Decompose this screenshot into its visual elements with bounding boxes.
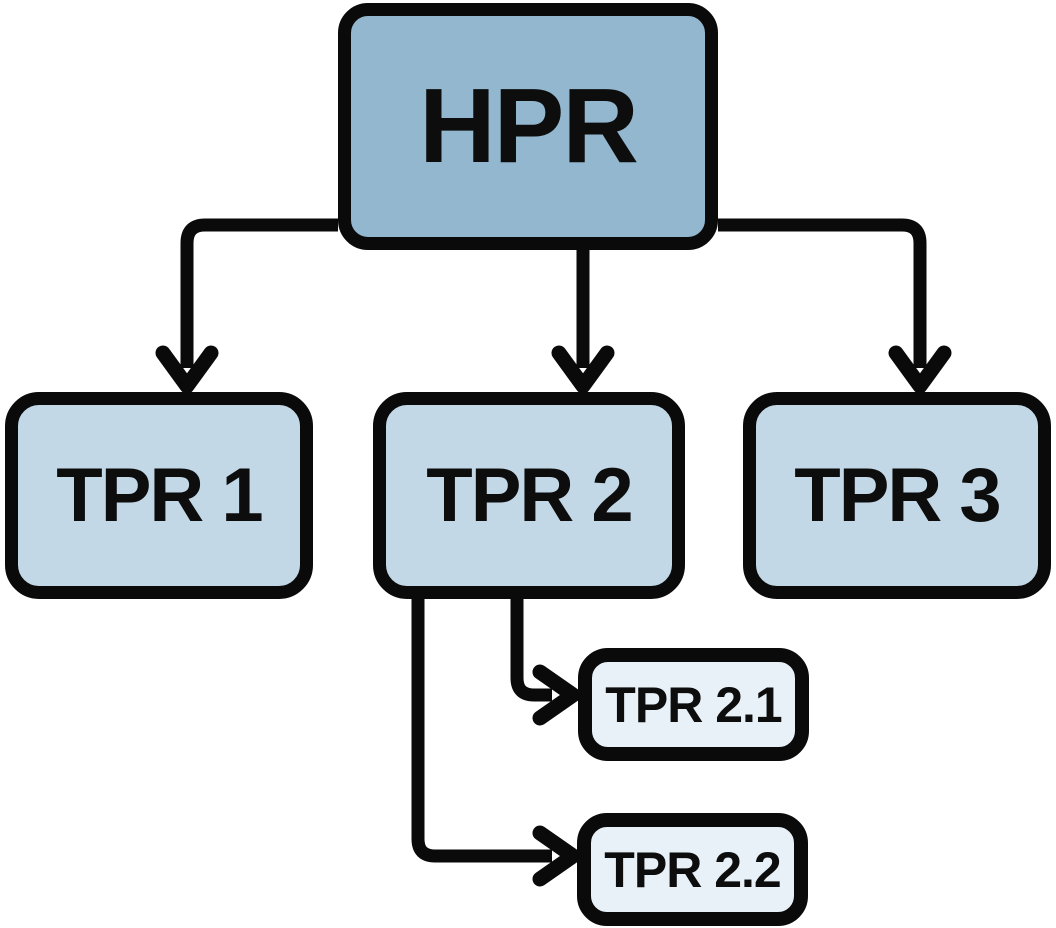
- node-tpr2-label: TPR 2: [426, 453, 633, 538]
- node-tpr22-label: TPR 2.2: [604, 841, 781, 898]
- node-tpr21: TPR 2.1: [578, 648, 809, 761]
- edge-hpr-tpr2: [551, 246, 615, 394]
- node-tpr21-label: TPR 2.1: [605, 676, 782, 733]
- down-arrowhead-icon: [888, 345, 952, 394]
- edge-tpr2-tpr22-line: [411, 597, 552, 863]
- node-tpr22: TPR 2.2: [577, 813, 808, 926]
- node-tpr1: TPR 1: [5, 392, 313, 599]
- down-arrowhead-icon: [551, 345, 615, 394]
- edge-hpr-tpr3-line: [718, 218, 927, 368]
- right-arrowhead-icon: [532, 664, 581, 726]
- node-tpr1-label: TPR 1: [56, 453, 263, 538]
- edge-tpr2-tpr21-line: [510, 597, 552, 702]
- node-tpr2: TPR 2: [373, 392, 685, 599]
- edge-tpr2-tpr21: [510, 597, 581, 726]
- edge-hpr-tpr1-line: [180, 218, 338, 368]
- edge-tpr2-tpr22: [411, 597, 581, 887]
- node-tpr3-label: TPR 3: [794, 453, 1001, 538]
- down-arrowhead-icon: [155, 345, 219, 394]
- edge-hpr-tpr3: [718, 218, 952, 394]
- node-hpr-label: HPR: [419, 67, 639, 185]
- edge-hpr-tpr1: [155, 218, 338, 394]
- right-arrowhead-icon: [532, 825, 581, 887]
- node-tpr3: TPR 3: [743, 392, 1051, 599]
- node-hpr: HPR: [338, 3, 718, 250]
